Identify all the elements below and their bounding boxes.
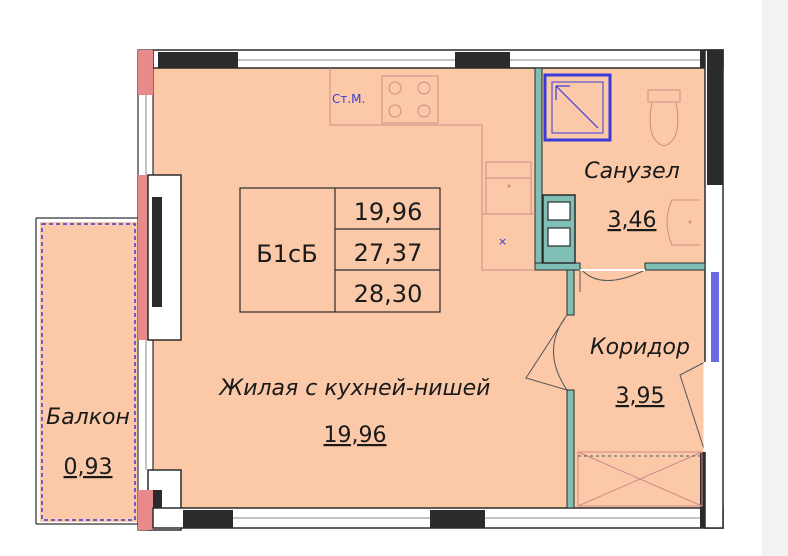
- wall-top: [152, 49, 724, 69]
- washing-machine-inner-2: [547, 227, 571, 247]
- balcony-railing: [41, 223, 136, 521]
- bathroom-wall-bottom-2: [644, 262, 706, 271]
- balcony-area: 0,93: [64, 455, 113, 480]
- bathroom-name: Санузел: [584, 159, 680, 184]
- kitchen-counter: [329, 68, 535, 271]
- area-total: 27,37: [354, 239, 423, 267]
- wall-left-pink-1: [138, 50, 153, 95]
- wall-left-pier: [152, 197, 162, 307]
- wall-bottom-block-2: [430, 510, 485, 528]
- wall-top-block-1: [158, 52, 238, 68]
- stove-burner-1: [388, 81, 402, 95]
- bathroom-door-swing: [579, 267, 646, 292]
- bathroom-wall-left: [534, 67, 543, 269]
- balcony-floor: [40, 222, 137, 522]
- wardrobe: [577, 451, 703, 507]
- wall-right-blue: [711, 272, 719, 362]
- wall-bottom-block-1: [183, 510, 233, 528]
- washbasin-drain: [688, 220, 692, 224]
- stove-burner-2: [417, 81, 431, 95]
- wall-left-bottom-pink: [138, 490, 153, 530]
- washbasin: [666, 199, 700, 246]
- shower-tray-inner: [551, 81, 604, 134]
- living-room-area: 19,96: [324, 423, 387, 448]
- balcony-name: Балкон: [46, 405, 130, 430]
- corridor-floor: [570, 268, 705, 508]
- washing-machine-inner-1: [547, 201, 571, 221]
- page-margin-strip: [762, 0, 788, 556]
- stove: [381, 75, 439, 124]
- area-table: [239, 187, 441, 313]
- fridge-marker: ×: [498, 235, 507, 248]
- stove-burner-4: [417, 104, 431, 118]
- sink-drain: [507, 184, 511, 188]
- bathroom-area: 3,46: [608, 208, 657, 233]
- shower-tray: [543, 73, 612, 142]
- toilet: [647, 89, 681, 147]
- wardrobe-cross-2: [577, 451, 703, 507]
- shower-diagonal: [555, 85, 599, 129]
- living-room-floor: [153, 68, 570, 508]
- corridor-wall-left-2: [566, 389, 575, 509]
- apartment-code: Б1сБ: [256, 240, 317, 268]
- wall-top-block-2: [455, 52, 510, 68]
- corridor-name: Коридор: [590, 335, 690, 360]
- stove-burner-3: [388, 104, 402, 118]
- appliance-label: Ст.М.: [332, 92, 365, 106]
- corridor-area: 3,95: [616, 384, 665, 409]
- entrance-door-swing: [679, 361, 706, 453]
- area-living: 19,96: [354, 198, 423, 226]
- living-door-swing: [525, 314, 568, 391]
- living-room-name: Жилая с кухней-нишей: [218, 376, 491, 401]
- bathroom-wall-bottom-1: [534, 262, 581, 271]
- corridor-wall-left-1: [566, 269, 575, 316]
- wall-right-block-1: [707, 50, 723, 185]
- area-total-with-balcony: 28,30: [354, 280, 423, 308]
